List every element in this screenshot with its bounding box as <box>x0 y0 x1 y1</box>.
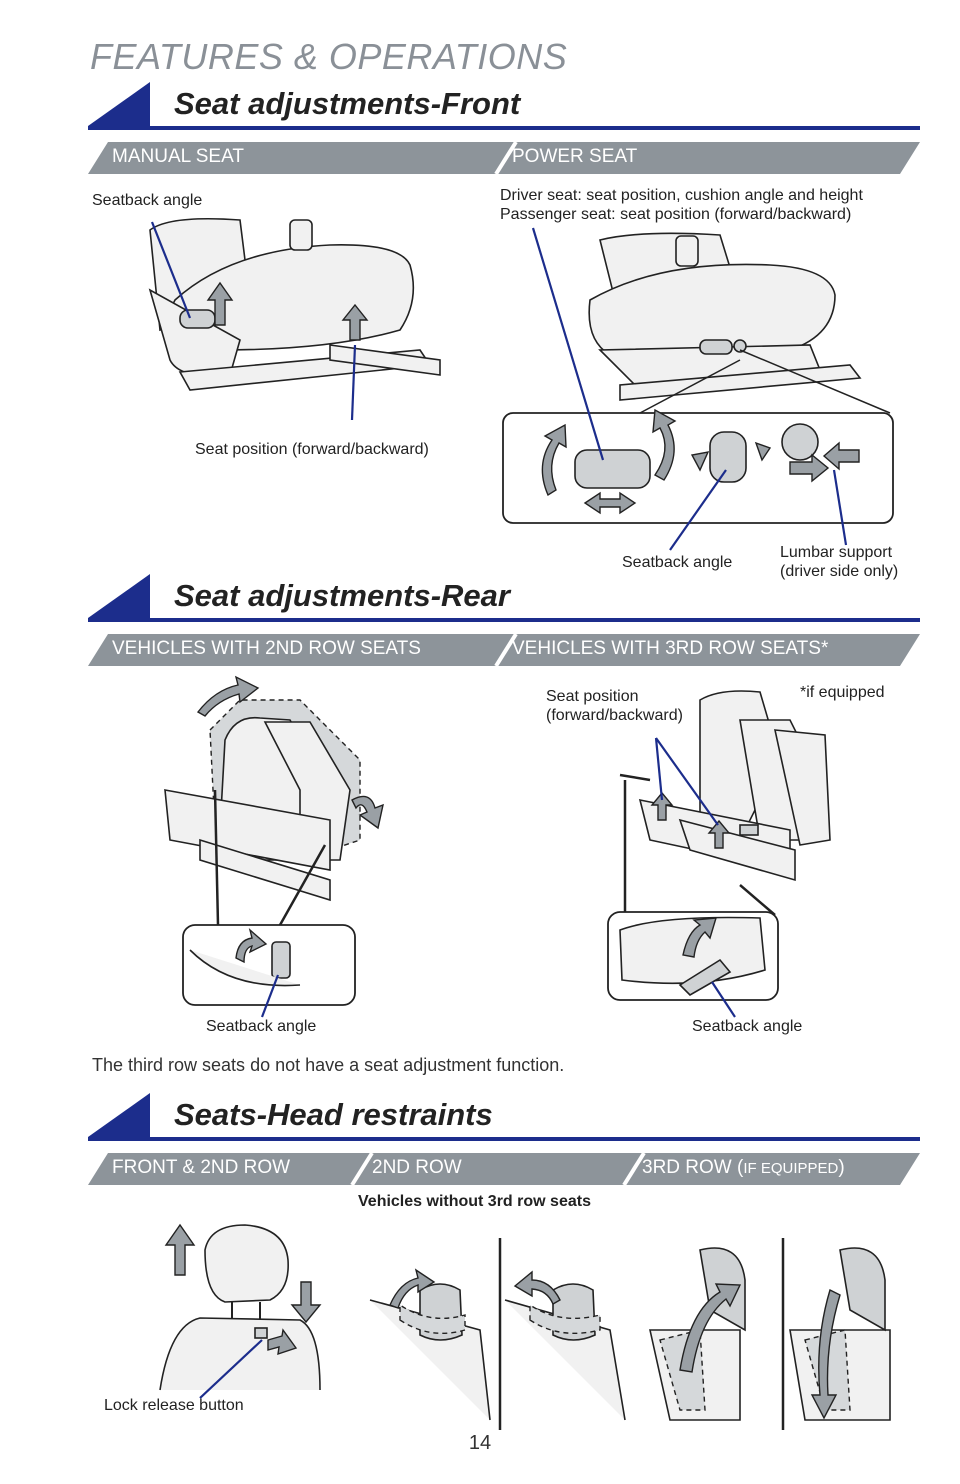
section-header-rear: Seat adjustments-Rear <box>88 574 920 622</box>
tab-front-2nd-row: FRONT & 2ND ROW <box>112 1157 291 1178</box>
callout-lock-release: Lock release button <box>104 1397 244 1414</box>
page-number: 14 <box>468 1432 492 1454</box>
section-header-front: Seat adjustments-Front <box>88 82 920 130</box>
tab-3rd-row: 3RD ROW (IF EQUIPPED) <box>642 1157 845 1178</box>
callout-power-seatback: Seatback angle <box>622 554 733 571</box>
page-title: FEATURES & OPERATIONS <box>90 36 568 77</box>
callout-lumbar-line2: (driver side only) <box>780 563 899 580</box>
section-header-head: Seats-Head restraints <box>88 1093 920 1141</box>
if-equipped-note: *if equipped <box>800 684 885 701</box>
callout-seat-position-line2: (forward/backward) <box>546 707 683 724</box>
callout-manual-seatback: Seatback angle <box>92 192 203 209</box>
tab-3rd-row-seats: VEHICLES WITH 3RD ROW SEATS* <box>512 638 829 659</box>
callout-seat-position-line1: Seat position <box>546 688 639 705</box>
callout-lumbar-line1: Lumbar support <box>780 544 893 561</box>
tab-2nd-row-seats: VEHICLES WITH 2ND ROW SEATS <box>112 638 421 659</box>
front-headrest-drawing <box>159 1223 322 1391</box>
callout-manual-position: Seat position (forward/backward) <box>195 441 429 458</box>
tab-manual-seat: MANUAL SEAT <box>112 146 244 167</box>
callout-rear-right-seatback: Seatback angle <box>692 1018 803 1035</box>
power-switch-detail <box>541 408 860 515</box>
second-row-headrest-drawings <box>369 1238 626 1430</box>
second-row-seat-drawing <box>164 675 384 902</box>
callout-power-line2: Passenger seat: seat position (forward/b… <box>500 206 852 223</box>
callout-rear-left-seatback: Seatback angle <box>206 1018 317 1035</box>
third-row-headrest-drawings <box>649 1238 891 1430</box>
rear-note: The third row seats do not have a seat a… <box>92 1055 565 1075</box>
second-row-detail-box <box>182 924 356 1006</box>
tab-manual-seat-bg <box>88 142 516 174</box>
tab-power-seat: POWER SEAT <box>512 146 638 167</box>
manual-seat-drawing <box>148 217 441 391</box>
callout-power-line1: Driver seat: seat position, cushion angl… <box>500 187 863 204</box>
third-row-seat-drawing <box>638 690 831 882</box>
head-subtitle: Vehicles without 3rd row seats <box>358 1193 591 1210</box>
tab-2nd-row: 2ND ROW <box>372 1157 462 1178</box>
tab-power-seat-bg <box>496 142 920 174</box>
section-title-rear: Seat adjustments-Rear <box>174 578 510 613</box>
section-title-front: Seat adjustments-Front <box>174 86 521 121</box>
section-title-head: Seats-Head restraints <box>174 1097 493 1132</box>
